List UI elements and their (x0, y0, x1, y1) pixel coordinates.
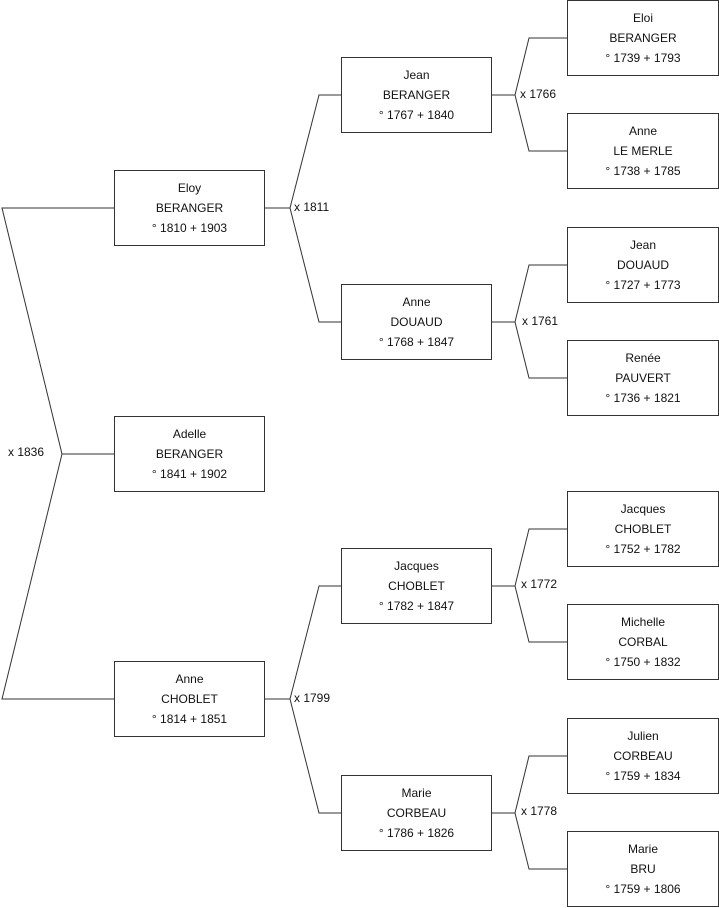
marriage-label-jacques-parents: x 1772 (521, 577, 558, 591)
person-card-jean-douaud[interactable]: Jean DOUAUD ° 1727 + 1773 (567, 227, 719, 303)
person-card-jacques-choblet-elder[interactable]: Jacques CHOBLET ° 1752 + 1782 (567, 491, 719, 567)
first-name: Jacques (620, 502, 666, 516)
person-card-eloy-beranger[interactable]: Eloy BERANGER ° 1810 + 1903 (114, 170, 265, 246)
connector-root-top (1, 207, 114, 455)
life-dates: ° 1841 + 1902 (151, 467, 228, 481)
life-dates: ° 1767 + 1840 (378, 108, 455, 122)
last-name: BRU (630, 862, 656, 876)
first-name: Michelle (620, 615, 665, 629)
life-dates: ° 1736 + 1821 (605, 391, 681, 405)
last-name: DOUAUD (616, 258, 669, 272)
first-name: Eloy (177, 181, 202, 195)
person-card-anne-le-merle[interactable]: Anne LE MERLE ° 1738 + 1785 (567, 113, 719, 189)
first-name: Eloi (632, 11, 653, 25)
marriage-label-anne-douaud-parents: x 1761 (522, 314, 559, 328)
first-name: Renée (625, 351, 661, 365)
connector-annec-bottom (289, 698, 341, 814)
last-name: BERANGER (155, 447, 224, 461)
first-name: Jean (403, 68, 430, 82)
marriage-label-anne-choblet-parents: x 1799 (294, 691, 331, 705)
last-name: CHOBLET (388, 579, 445, 593)
connector-jean-bottom (514, 94, 567, 152)
connector-eloy-top (289, 94, 341, 209)
last-name: CHOBLET (161, 692, 218, 706)
marriage-label-marie-parents: x 1778 (521, 804, 558, 818)
last-name: CORBEAU (613, 749, 673, 763)
life-dates: ° 1759 + 1834 (605, 769, 681, 783)
life-dates: ° 1727 + 1773 (605, 278, 681, 292)
last-name: PAUVERT (615, 371, 671, 385)
person-card-adelle-beranger[interactable]: Adelle BERANGER ° 1841 + 1902 (114, 416, 265, 492)
life-dates: ° 1759 + 1806 (605, 882, 681, 896)
last-name: DOUAUD (390, 315, 443, 329)
person-card-anne-douaud[interactable]: Anne DOUAUD ° 1768 + 1847 (341, 284, 492, 360)
first-name: Adelle (172, 427, 207, 441)
connector-anned-bottom (514, 321, 567, 379)
connector-jacques-bottom (514, 585, 567, 643)
life-dates: ° 1752 + 1782 (605, 542, 681, 556)
life-dates: ° 1786 + 1826 (378, 826, 455, 840)
person-card-jean-beranger[interactable]: Jean BERANGER ° 1767 + 1840 (341, 57, 492, 133)
person-card-eloi-beranger[interactable]: Eloi BERANGER ° 1739 + 1793 (567, 0, 719, 76)
connector-jean-top (514, 37, 567, 96)
last-name: BERANGER (382, 88, 451, 102)
last-name: CORBEAU (386, 806, 447, 820)
connector-annec-top (289, 585, 341, 700)
person-card-renee-pauvert[interactable]: Renée PAUVERT ° 1736 + 1821 (567, 340, 719, 416)
person-card-marie-corbeau[interactable]: Marie CORBEAU ° 1786 + 1826 (341, 775, 492, 851)
first-name: Anne (175, 672, 204, 686)
last-name: BERANGER (155, 201, 224, 215)
life-dates: ° 1768 + 1847 (378, 335, 455, 349)
connector-marie-bottom (514, 812, 567, 870)
connector-jacques-top (514, 528, 567, 587)
last-name: LE MERLE (613, 144, 673, 158)
person-card-michelle-corbal[interactable]: Michelle CORBAL ° 1750 + 1832 (567, 604, 719, 680)
first-name: Jean (629, 238, 657, 252)
connector-root-bottom (1, 453, 114, 700)
connector-eloy-bottom (289, 207, 341, 323)
connector-anned-top (514, 264, 567, 323)
person-card-julien-corbeau[interactable]: Julien CORBEAU ° 1759 + 1834 (567, 718, 719, 794)
life-dates: ° 1750 + 1832 (605, 655, 681, 669)
person-card-marie-bru[interactable]: Marie BRU ° 1759 + 1806 (567, 831, 719, 907)
last-name: CHOBLET (614, 522, 672, 536)
first-name: Anne (402, 295, 431, 309)
life-dates: ° 1782 + 1847 (378, 599, 455, 613)
connector-marie-top (514, 755, 567, 814)
last-name: BERANGER (609, 31, 677, 45)
first-name: Julien (627, 729, 659, 743)
person-card-jacques-choblet[interactable]: Jacques CHOBLET ° 1782 + 1847 (341, 548, 492, 624)
first-name: Anne (628, 124, 658, 138)
first-name: Marie (401, 786, 432, 800)
life-dates: ° 1810 + 1903 (151, 221, 228, 235)
first-name: Jacques (394, 559, 439, 573)
marriage-label-eloy-parents: x 1811 (294, 200, 330, 214)
life-dates: ° 1738 + 1785 (605, 164, 681, 178)
first-name: Marie (627, 842, 658, 856)
marriage-label-root: x 1836 (8, 445, 45, 459)
life-dates: ° 1739 + 1793 (605, 51, 681, 65)
person-card-anne-choblet[interactable]: Anne CHOBLET ° 1814 + 1851 (114, 661, 265, 737)
life-dates: ° 1814 + 1851 (151, 712, 228, 726)
last-name: CORBAL (618, 635, 668, 649)
marriage-label-jean-parents: x 1766 (520, 87, 557, 101)
